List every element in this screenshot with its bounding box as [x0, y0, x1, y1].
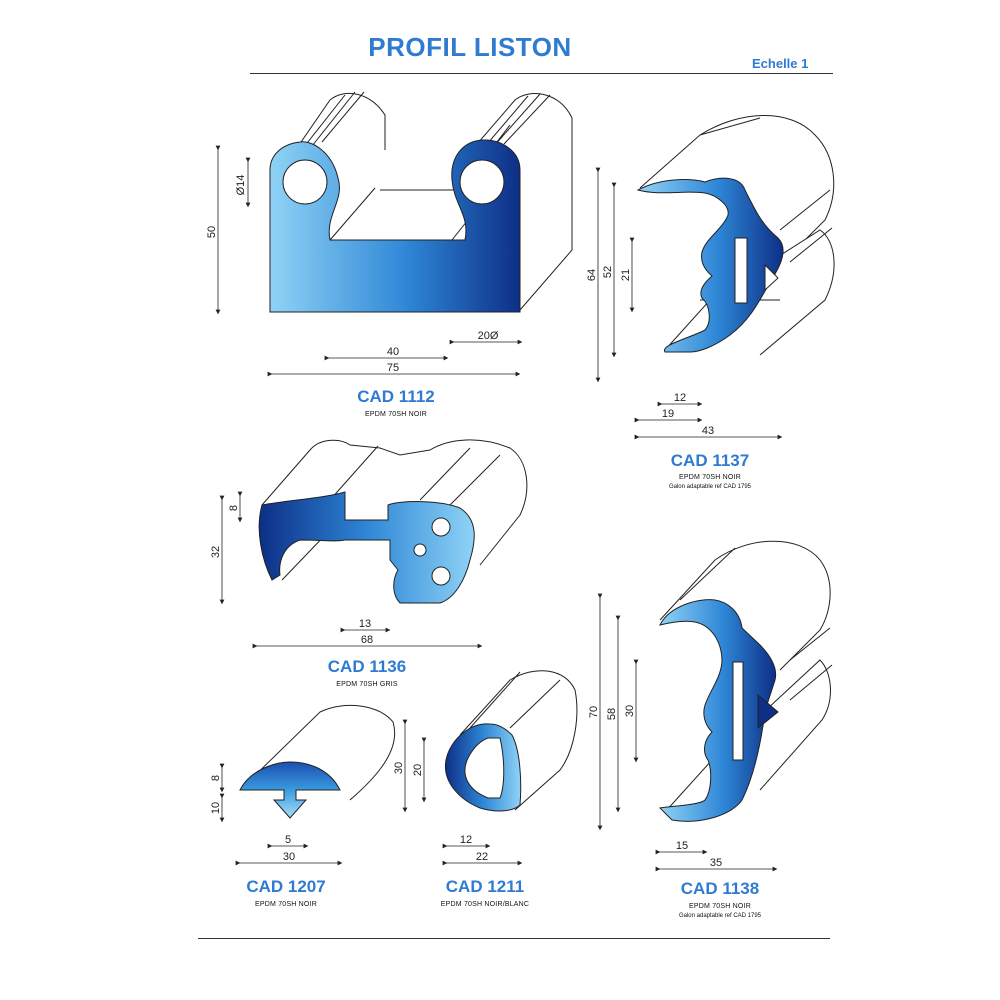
dim-1137-b: 19	[662, 408, 674, 420]
dim-1112-width: 75	[387, 362, 399, 374]
top-rule	[250, 73, 833, 74]
profile-cad-1112	[269, 91, 573, 313]
cross-section-1112	[269, 139, 521, 313]
dim-1207-foot: 10	[210, 802, 222, 814]
dimension-labels: 50 Ø14 40 20Ø 75 64 52 21 12 19 43 8 32 …	[206, 175, 722, 869]
code-cad-1136: CAD 1136	[327, 657, 407, 676]
dim-1211-width: 22	[476, 851, 488, 863]
page-title: PROFIL LISTON	[368, 32, 572, 62]
dim-1136-width: 68	[361, 634, 373, 646]
material-cad-1211: EPDM 70SH NOIR/BLANC	[440, 901, 530, 908]
dim-1112-side: 20Ø	[478, 330, 499, 342]
code-cad-1112: CAD 1112	[357, 387, 435, 406]
scale-label: Echelle 1	[752, 56, 809, 71]
cross-section-1136	[258, 491, 475, 604]
dimension-lines	[215, 145, 783, 872]
dim-1211-height: 30	[393, 762, 405, 774]
dim-1112-inner-width: 40	[387, 346, 399, 358]
dim-1138-a: 15	[676, 840, 688, 852]
profile-cad-1138	[658, 540, 833, 822]
material-cad-1207: EPDM 70SH NOIR	[255, 901, 317, 908]
dim-1136-slot: 13	[359, 618, 371, 630]
dim-1138-width: 35	[710, 857, 722, 869]
dim-1112-height: 50	[206, 226, 218, 238]
dim-1136-height: 32	[210, 546, 222, 558]
dim-1137-a: 12	[674, 392, 686, 404]
material-cad-1136: EPDM 70SH GRIS	[336, 681, 398, 688]
cross-section-1137	[636, 177, 784, 353]
profile-cad-1136	[258, 439, 528, 604]
dim-1136-lip: 8	[228, 505, 240, 511]
code-cad-1207: CAD 1207	[246, 877, 326, 896]
code-cad-1211: CAD 1211	[445, 877, 525, 896]
code-cad-1138: CAD 1138	[680, 879, 760, 898]
dim-1138-slot: 30	[624, 705, 636, 717]
dim-1211-a: 12	[460, 834, 472, 846]
material-cad-1137: EPDM 70SH NOIR	[679, 474, 741, 481]
dim-1137-width: 43	[702, 425, 714, 437]
dim-1137-height: 52	[602, 266, 614, 278]
dim-1207-width: 30	[283, 851, 295, 863]
profile-cad-1207	[239, 704, 396, 819]
note-cad-1138: Galon adaptable ref CAD 1795	[678, 913, 762, 919]
dim-1112-diameter: Ø14	[235, 175, 247, 196]
cross-section-1207	[239, 761, 341, 819]
dim-1211-inner: 20	[412, 764, 424, 776]
dim-1207-head: 8	[210, 775, 222, 781]
dim-1207-stem: 5	[285, 834, 291, 846]
note-cad-1137: Galon adaptable ref CAD 1795	[668, 484, 752, 490]
material-cad-1112: EPDM 70SH NOIR	[365, 411, 427, 418]
dim-1138-total-height: 70	[588, 706, 600, 718]
bottom-rule	[198, 938, 830, 939]
cross-section-1138	[658, 599, 777, 822]
profile-cad-1137	[636, 115, 835, 356]
dim-1137-total-height: 64	[586, 269, 598, 281]
dim-1137-slot: 21	[620, 269, 632, 281]
profile-cad-1211	[444, 670, 578, 812]
code-cad-1137: CAD 1137	[670, 451, 750, 470]
dim-1138-height: 58	[606, 708, 618, 720]
material-cad-1138: EPDM 70SH NOIR	[689, 903, 751, 910]
